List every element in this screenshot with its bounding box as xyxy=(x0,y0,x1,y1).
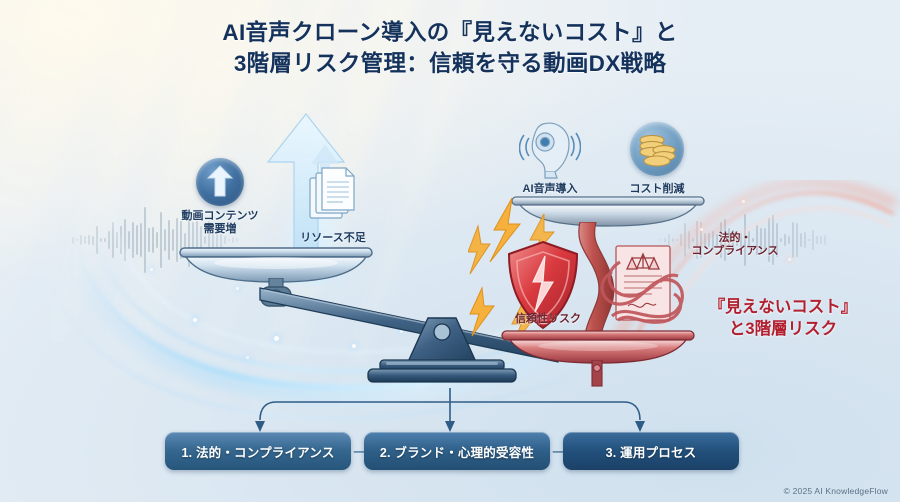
label-cost-reduction-text: コスト削減 xyxy=(629,183,685,195)
label-legal-compliance: 法的・ コンプライアンス xyxy=(680,232,790,258)
label-video-demand-line1: 動画コンテンツ xyxy=(181,210,259,222)
scale-stem-right xyxy=(578,222,615,352)
tier-box-3-label: 3. 運用プロセス xyxy=(605,445,697,460)
scale-pan-left xyxy=(179,247,373,283)
label-resource-shortage: リソース不足 xyxy=(283,232,383,245)
label-reliability-risk: 信頼性リスク xyxy=(503,313,593,326)
ai-robot-head-icon xyxy=(519,122,581,179)
page-title: AI音声クローン導入の『見えないコスト』と 3階層リスク管理：信頼を守る動画DX… xyxy=(0,17,900,79)
tier-box-1[interactable]: 1. 法的・コンプライアンス xyxy=(165,432,351,470)
callout-line-1: 『見えないコスト』 xyxy=(708,298,858,316)
label-reliability-risk-text: 信頼性リスク xyxy=(515,313,581,325)
title-line-2: 3階層リスク管理：信頼を守る動画DX戦略 xyxy=(233,51,667,76)
label-resource-shortage-line1: リソース不足 xyxy=(300,232,366,244)
callout-line-2: と3階層リスク xyxy=(728,320,838,338)
scale-pan-right-leg xyxy=(591,360,603,387)
label-cost-reduction: コスト削減 xyxy=(617,183,697,196)
coin-stack-icon xyxy=(630,122,684,176)
callout-hidden-cost: 『見えないコスト』 と3階層リスク xyxy=(688,296,878,340)
broken-shield-icon xyxy=(507,240,579,330)
label-legal-compliance-line1: 法的・ xyxy=(718,232,752,244)
label-ai-voice-intro-text: AI音声導入 xyxy=(522,183,578,195)
title-line-1: AI音声クローン導入の『見えないコスト』と xyxy=(222,20,678,45)
label-video-demand: 動画コンテンツ 需要増 xyxy=(160,210,280,236)
label-legal-compliance-line2: コンプライアンス xyxy=(691,245,779,257)
label-ai-voice-intro: AI音声導入 xyxy=(510,183,590,196)
tangled-contract-icon xyxy=(600,245,684,324)
copyright-footer: © 2025 AI KnowledgeFlow xyxy=(783,486,888,496)
tier-box-3[interactable]: 3. 運用プロセス xyxy=(563,432,739,470)
tier-box-2[interactable]: 2. ブランド・心理的受容性 xyxy=(364,432,550,470)
tier-box-1-label: 1. 法的・コンプライアンス xyxy=(181,445,335,460)
connector-bracket xyxy=(255,388,645,432)
tier-box-2-label: 2. ブランド・心理的受容性 xyxy=(379,445,535,460)
label-video-demand-line2: 需要増 xyxy=(203,223,237,235)
documents-icon xyxy=(309,167,355,219)
scale-fulcrum xyxy=(367,317,517,383)
up-arrow-icon xyxy=(196,158,244,206)
scale-pan-right-lower xyxy=(501,330,695,364)
